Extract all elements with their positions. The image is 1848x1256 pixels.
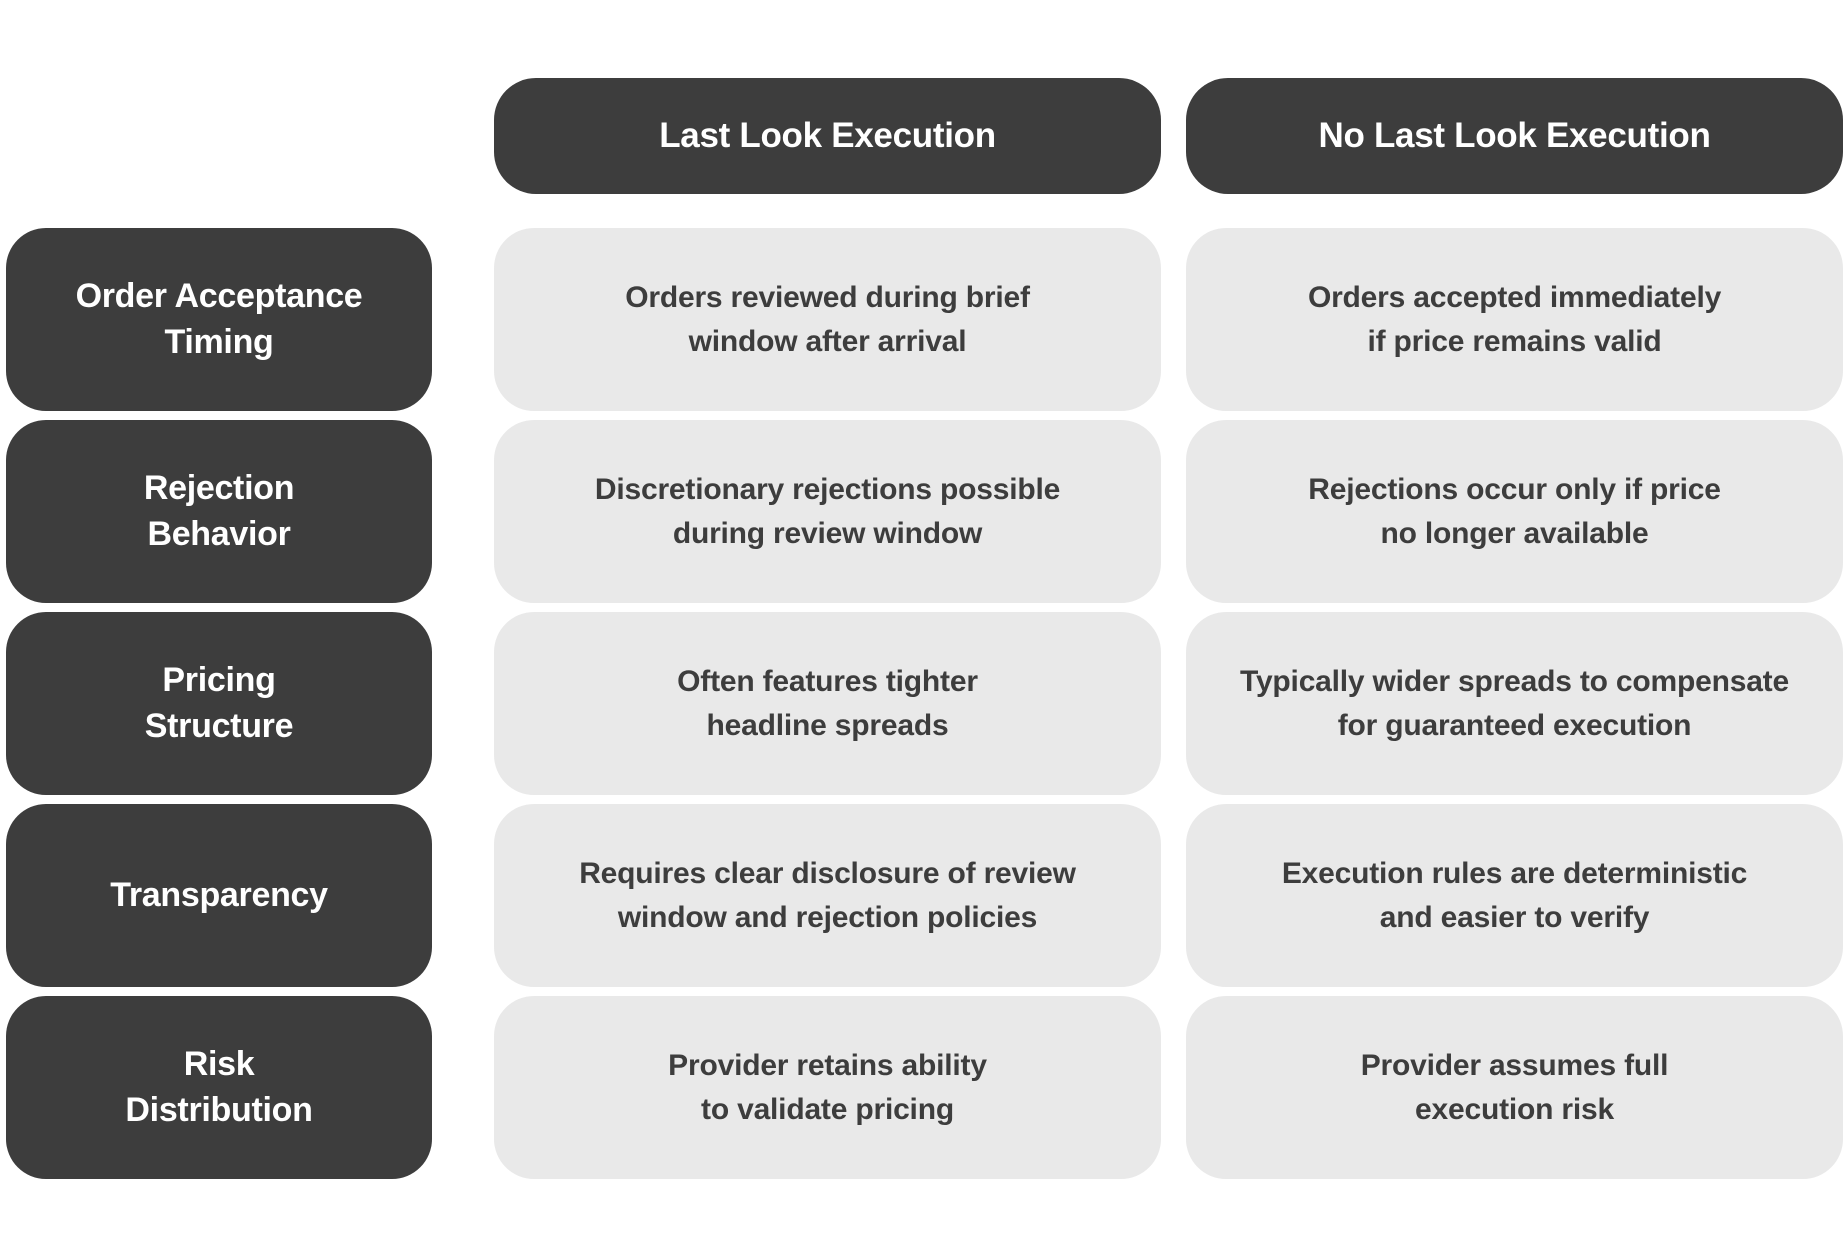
cell-last-look-rejection-behavior: Discretionary rejections possible during… [494,420,1161,603]
row-label-rejection-behavior: Rejection Behavior [6,420,432,603]
table-row: Pricing Structure Often features tighter… [6,612,1843,795]
cell-no-last-look-pricing-structure: Typically wider spreads to compensate fo… [1186,612,1843,795]
column-header-no-last-look: No Last Look Execution [1186,78,1843,194]
row-label-pricing-structure: Pricing Structure [6,612,432,795]
cell-no-last-look-risk-distribution: Provider assumes full execution risk [1186,996,1843,1179]
cell-last-look-risk-distribution: Provider retains ability to validate pri… [494,996,1161,1179]
table-row: Transparency Requires clear disclosure o… [6,804,1843,987]
column-header-last-look: Last Look Execution [494,78,1161,194]
column-headers: Last Look Execution No Last Look Executi… [494,78,1843,194]
row-label-order-acceptance-timing: Order Acceptance Timing [6,228,432,411]
row-label-transparency: Transparency [6,804,432,987]
cell-no-last-look-order-acceptance: Orders accepted immediately if price rem… [1186,228,1843,411]
cell-no-last-look-rejection-behavior: Rejections occur only if price no longer… [1186,420,1843,603]
cell-last-look-pricing-structure: Often features tighter headline spreads [494,612,1161,795]
cell-last-look-order-acceptance: Orders reviewed during brief window afte… [494,228,1161,411]
cell-no-last-look-transparency: Execution rules are deterministic and ea… [1186,804,1843,987]
table-row: Rejection Behavior Discretionary rejecti… [6,420,1843,603]
table-row: Risk Distribution Provider retains abili… [6,996,1843,1179]
row-label-risk-distribution: Risk Distribution [6,996,432,1179]
table-row: Order Acceptance Timing Orders reviewed … [6,228,1843,411]
cell-last-look-transparency: Requires clear disclosure of review wind… [494,804,1161,987]
